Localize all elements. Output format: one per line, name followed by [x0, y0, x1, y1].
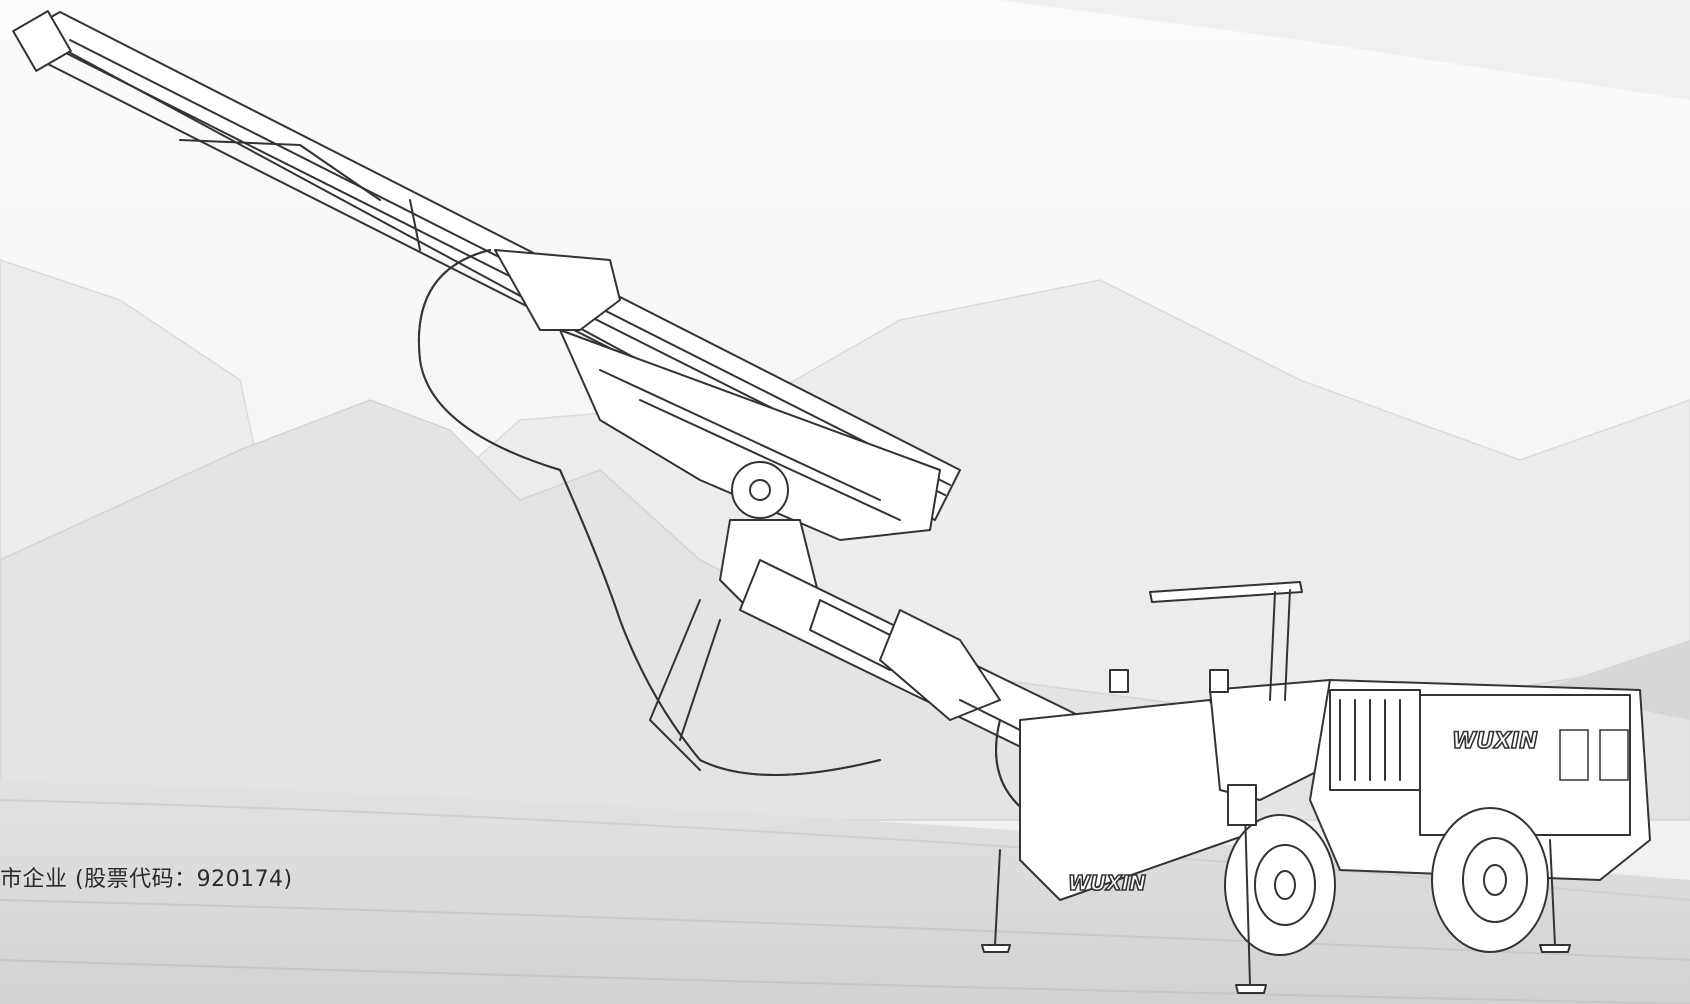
stock-code-caption: 市企业 (股票代码：920174): [0, 867, 293, 892]
brand-logo-rear: WUXIN: [1452, 729, 1538, 754]
rear-wheel: [1431, 807, 1549, 953]
brand-logo-front: WUXIN: [1068, 871, 1146, 895]
drill-jumbo-illustration: WUXIN WUXIN: [12, 10, 1651, 994]
front-wheel: [1224, 814, 1336, 956]
mountain-ridge-top: [0, 0, 1690, 100]
engine-grille: [1559, 729, 1629, 781]
